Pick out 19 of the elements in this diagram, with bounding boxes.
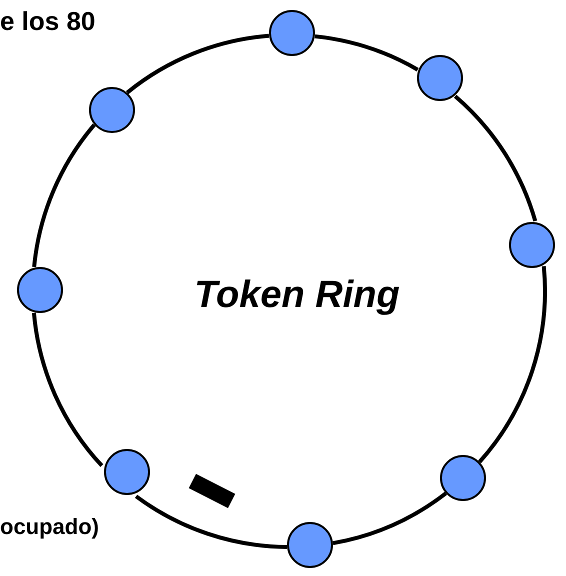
ring-segment [332,492,447,546]
station-circle [104,449,150,495]
ring-segment [135,494,288,549]
ring-segment [126,34,270,94]
station-circle [287,522,333,568]
station-circle [17,267,63,313]
station-circle [440,455,486,501]
ring-segment [314,34,419,72]
station-circle [89,87,135,133]
station-circle [269,10,315,56]
station-circle [417,55,463,101]
station-circle [509,222,555,268]
heading-text: e los 80 [0,8,96,34]
center-title: Token Ring [194,276,400,314]
caption-text: ocupado) [0,516,99,538]
ring-segment [32,124,96,268]
ring-segment [32,312,104,467]
ring-segment [454,94,538,222]
ring-segment [478,266,547,464]
